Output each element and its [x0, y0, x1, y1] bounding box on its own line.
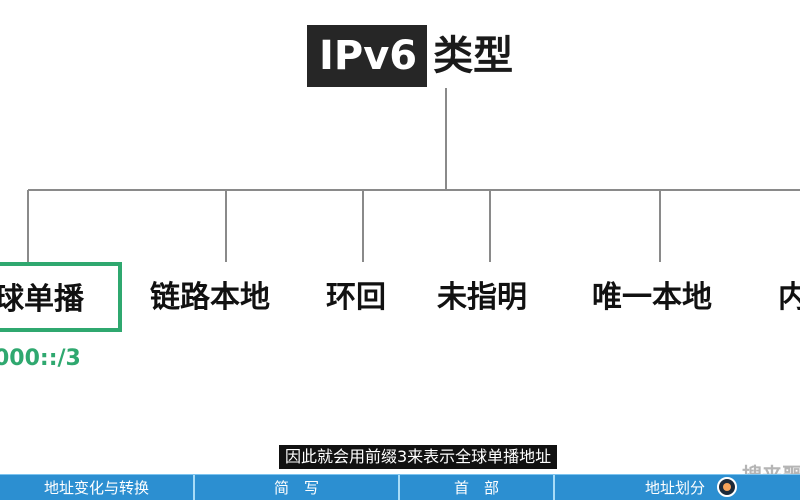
node-global-unicast: 球单播: [0, 262, 122, 332]
title-highlight: IPv6: [307, 25, 428, 87]
node-unique-local: 唯一本地: [592, 280, 712, 315]
nav-item-header[interactable]: 首 部: [400, 475, 555, 500]
node-link-local: 链路本地: [150, 280, 270, 315]
node-loopback: 环回: [326, 280, 386, 315]
progress-marker-dot: [723, 483, 731, 491]
nav-item-address-division[interactable]: 地址划分: [645, 479, 706, 497]
chapter-navbar: 地址变化与转换 简 写 首 部 地址划分: [0, 474, 800, 500]
node-multicast-partial: 内: [778, 280, 800, 315]
diagram-title: IPv6 类型: [307, 25, 513, 87]
node-unspecified: 未指明: [437, 280, 527, 315]
progress-marker-icon[interactable]: [717, 477, 737, 497]
title-rest: 类型: [433, 33, 514, 79]
prefix-label: 000::/3: [0, 346, 81, 371]
nav-item-address-conversion[interactable]: 地址变化与转换: [0, 475, 195, 500]
nav-item-abbreviation[interactable]: 简 写: [195, 475, 400, 500]
video-subtitle: 因此就会用前缀3来表示全球单播地址: [279, 445, 558, 469]
